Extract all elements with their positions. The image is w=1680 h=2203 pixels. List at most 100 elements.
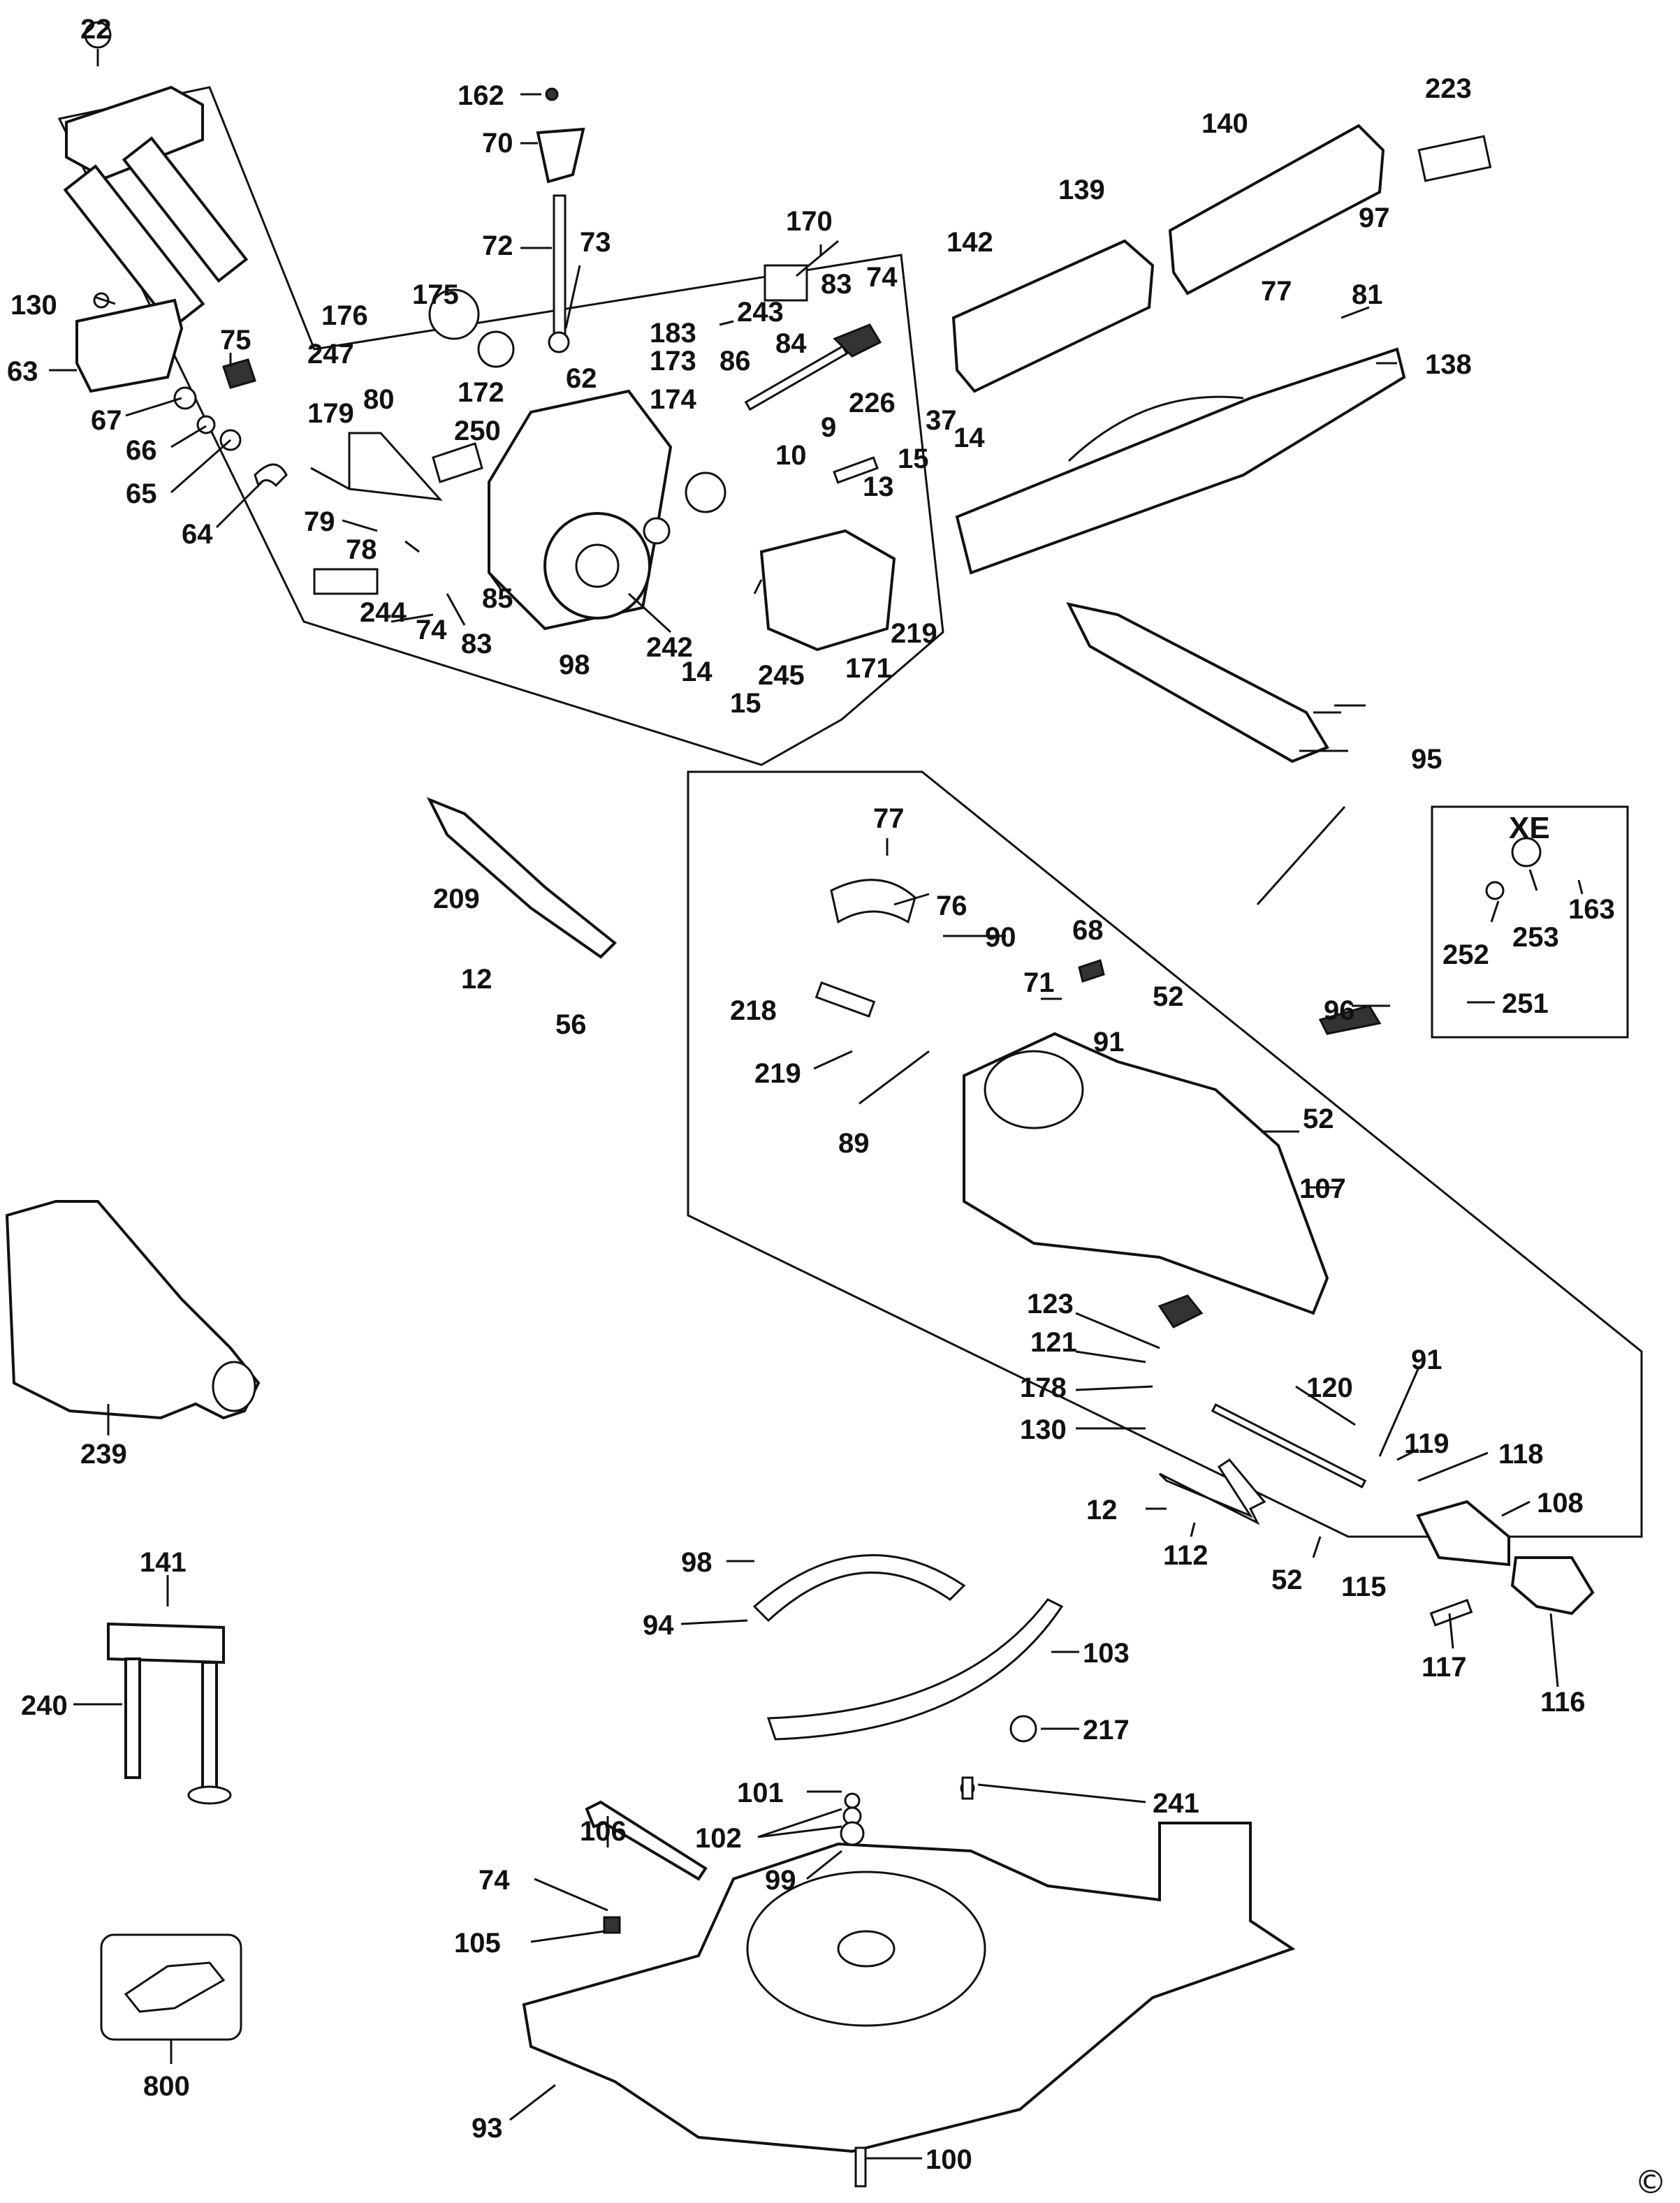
part-label-223: 223 [1425,73,1472,104]
part-label-247: 247 [307,339,354,369]
part-label-226: 226 [849,388,896,418]
part-label-79: 79 [304,506,335,537]
part-label-140: 140 [1201,108,1248,139]
hardware-parts [93,87,1595,2188]
part-label-218: 218 [730,995,777,1026]
part-label-250: 250 [454,416,501,446]
part-label-14-lower: 14 [681,657,713,687]
part-label-37: 37 [926,405,957,436]
part-label-86: 86 [720,346,751,376]
part-label-252: 252 [1442,939,1489,970]
part-label-120: 120 [1306,1373,1353,1403]
part-label-106: 106 [580,1816,627,1847]
part-label-15: 15 [898,444,929,474]
part-label-121: 121 [1030,1327,1077,1358]
part-label-239: 239 [80,1439,127,1470]
part-label-242: 242 [646,632,693,663]
part-label-178: 178 [1020,1373,1067,1403]
work-clamp [107,1622,232,1805]
guide-rail-assembly [63,21,249,330]
part-label-90: 90 [985,922,1016,953]
part-label-83: 83 [821,269,852,300]
part-label-251: 251 [1502,988,1549,1019]
part-label-139: 139 [1058,175,1105,205]
part-label-175: 175 [412,279,459,310]
part-label-243: 243 [737,297,784,328]
part-label-116: 116 [1540,1687,1586,1718]
part-label-800: 800 [143,2071,190,2102]
lower-arm-housing [963,1032,1329,1315]
part-label-12-arm: 12 [1086,1495,1118,1525]
part-label-64: 64 [182,519,213,550]
part-label-240: 240 [21,1690,68,1721]
part-label-253: 253 [1512,922,1559,953]
part-label-100: 100 [926,2144,972,2175]
part-label-98-base: 98 [681,1547,713,1578]
bearing-ring [1009,1715,1037,1743]
part-label-91-arm: 91 [1411,1345,1442,1375]
dust-bag-port [212,1361,256,1412]
part-label-89: 89 [838,1128,870,1159]
part-label-62: 62 [566,363,597,394]
part-label-73: 73 [580,227,611,258]
part-label-244: 244 [360,597,407,628]
part-label-162: 162 [458,80,504,111]
dust-bag [5,1200,261,1420]
part-label-123: 123 [1027,1289,1074,1319]
part-label-130-arm: 130 [1020,1414,1067,1445]
part-label-142: 142 [947,227,993,258]
part-label-102: 102 [695,1823,742,1854]
part-label-70: 70 [482,128,513,159]
fence-arc [1067,395,1244,462]
part-label-130: 130 [10,290,57,321]
part-label-172: 172 [458,377,504,408]
part-label-81: 81 [1352,279,1383,310]
leader-lines [49,49,1584,2160]
part-label-71: 71 [1023,967,1055,998]
part-label-74-base: 74 [479,1865,510,1896]
lower-arm-assembly-outline [687,770,1643,1538]
part-label-84: 84 [775,328,807,359]
part-label-74: 74 [866,262,898,293]
part-label-112: 112 [1163,1540,1208,1571]
part-label-80: 80 [363,384,395,415]
fence-assembly [951,124,1492,763]
part-label-93: 93 [472,2113,503,2144]
part-label-77-arm: 77 [873,803,905,834]
part-label-52-lower: 52 [1271,1565,1303,1595]
part-label-108: 108 [1537,1488,1584,1518]
part-label-245: 245 [758,660,805,691]
part-label-98: 98 [559,650,590,680]
copyright-symbol: © [1635,2163,1667,2201]
part-label-56: 56 [555,1009,587,1040]
part-labels: 22 162 70 72 73 223 140 139 97 142 77 81… [7,14,1667,2201]
rail-end-bracket [75,298,184,393]
part-label-91: 91 [1093,1027,1125,1057]
part-label-217: 217 [1083,1715,1130,1745]
part-label-219-arm: 219 [754,1058,801,1089]
part-label-85: 85 [482,583,513,614]
part-label-12: 12 [461,964,492,995]
bevel-bracket [759,529,896,652]
part-label-115: 115 [1341,1572,1387,1602]
part-label-138: 138 [1425,349,1472,380]
part-label-9: 9 [821,412,836,443]
xe-variant-label: XE [1509,811,1550,845]
part-label-15-lower: 15 [730,688,761,719]
part-label-173: 173 [650,346,696,376]
part-label-75: 75 [220,325,251,356]
miter-scale-arc [766,1598,1064,1741]
part-label-171: 171 [845,653,892,684]
part-label-77: 77 [1261,276,1292,307]
part-label-118: 118 [1498,1439,1544,1470]
part-label-103: 103 [1083,1638,1130,1669]
part-label-72: 72 [482,230,513,261]
xe-variant-box [1431,805,1629,1039]
part-label-83-lower: 83 [461,629,492,659]
part-label-10: 10 [775,440,807,471]
part-label-170: 170 [786,206,833,237]
motor-housing [488,389,673,631]
part-label-67: 67 [91,405,122,436]
part-label-78: 78 [346,534,377,565]
part-label-97: 97 [1359,203,1390,233]
